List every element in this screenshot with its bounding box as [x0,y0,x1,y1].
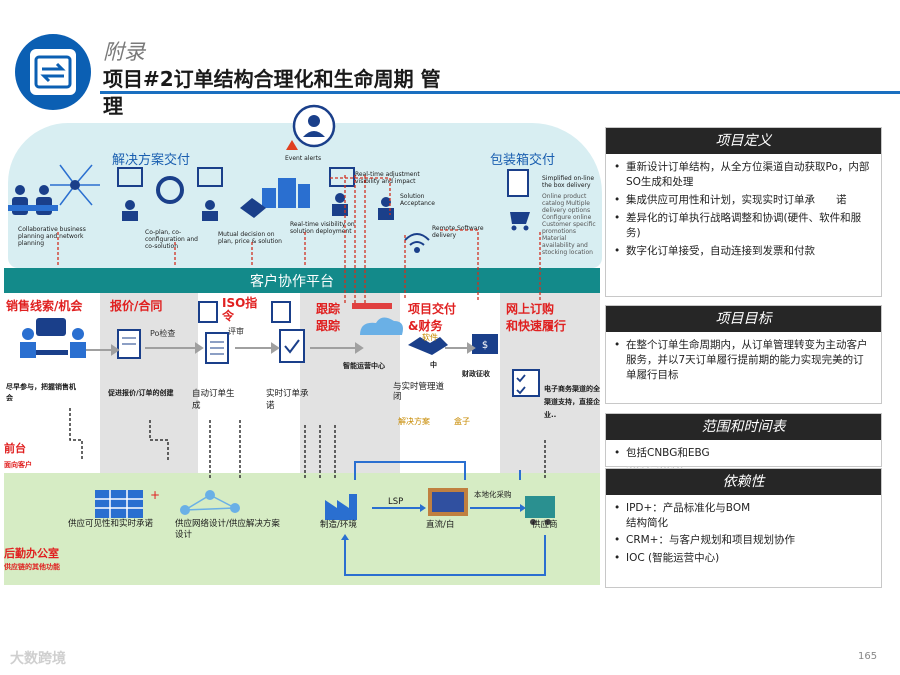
capability-online-catalog: Online product catalog Multiple delivery… [542,193,596,256]
stage-iso: ISO指令 [222,296,258,323]
supply-chain-other-label: 供应链的其他功能 [4,563,60,571]
stage-quote: 报价/合同 [110,299,163,313]
user-shield-icon [292,104,336,152]
capability-solution-acceptance: Solution Acceptance [400,193,435,207]
scope-item: 包括CNBG和EBG [614,446,873,461]
footer-logo: 大数跨境 [10,651,66,667]
capability-collaborative-planning: Collaborative business planning and netw… [18,226,86,247]
dependency-item-cont: 结构简化 [626,517,668,529]
capability-simplified-box: Simplified on-line the box delivery [542,175,595,189]
collaboration-platform-bar [4,268,600,293]
packaging-delivery-label: 包装箱交付 [490,153,556,168]
auto-order-label: 自动订单生成 [192,389,235,411]
plus-sign: + [150,488,161,502]
box-label: 盒子 [454,417,470,426]
capability-realtime-adjustment: Real-time adjustment visibility and impa… [355,171,420,185]
svg-text:$: $ [482,340,488,351]
dependency-item: IPD+：产品标准化与BOM [614,501,873,516]
capability-event-alerts: Event alerts [285,155,322,162]
panel-head-scope: 范围和时间表 [606,414,881,440]
dependency-item: CRM+：与客户规划和项目规划协作 [614,533,873,548]
stage-column-quote [100,293,198,473]
supplier-label: 供应商 [532,520,558,530]
exchange-icon [30,49,76,95]
front-office-label: 前台 [4,442,26,455]
back-office-label: 后勤办公室 [4,547,59,560]
solution-scheme-label: 解决方案 [398,417,430,426]
page-number: 165 [858,651,878,662]
po-check-label: Po检查 [150,329,176,338]
stage-online: 网上订购和快速履行 [506,302,567,333]
iso-review-label: 评审 [228,327,244,336]
panel-dependencies: 依赖性 IPD+：产品标准化与BOM 结构简化 CRM+：与客户规划和项目规划协… [605,468,882,588]
goal-item: 在整个订单生命周期内，从订单管理转变为主动客户服务，并以7天订单履行提前期的能力… [614,338,873,383]
solution-delivery-label: 解决方案交付 [112,153,191,168]
realtime-commit-label: 实时订单承诺 [266,389,309,411]
quote-contract-label: 促进报价/订单的创建 [108,389,174,397]
panel-project-goal: 项目目标 在整个订单生命周期内，从订单管理转变为主动客户服务，并以7天订单履行提… [605,305,882,404]
definition-item: 数字化订单接受，自动连接到发票和付款 [614,244,873,259]
definition-item: 差异化的订单执行战略调整和协调(硬件、软件和服务) [614,211,873,241]
capability-mutual-decision: Mutual decision on plan, price & solutio… [218,231,282,245]
mid-detail-label: 与实时管理道闭 [393,382,445,402]
ecommerce-label: 电子商务渠道的全渠道支持，直接企业.. [544,385,600,419]
definition-item: 集成供应可用性和计划，实现实时订单承 诺 [614,193,873,208]
capability-realtime-visibility: Real-time visibility on solution deploym… [290,221,355,235]
panel-head-definition: 项目定义 [606,128,881,154]
panel-project-definition: 项目定义 重新设计订单结构，从全方位渠道自动获取Po，内部SO生成和处理 集成供… [605,127,882,297]
capability-remote-software: Remote Software delivery [432,225,484,239]
capability-co-plan: Co-plan, co-configuration and co-solutio… [145,229,198,250]
appendix-label: 附录 [103,40,145,64]
invoicing-label: 财政征收 [462,370,490,378]
middle-label: 中 [430,361,437,369]
panel-head-dependencies: 依赖性 [606,469,881,495]
early-engagement-label: 尽早参与，把握销售机会 [6,383,76,402]
definition-item: 重新设计订单结构，从全方位渠道自动获取Po，内部SO生成和处理 [614,160,873,190]
manufacturing-label: 制造/环境 [320,520,357,530]
local-purchase-label: 本地化采购 [474,490,512,499]
title-divider [100,91,900,94]
page-title: 项目#2订单结构合理化和生命周期 管理 [103,67,441,118]
lsp-label: LSP [388,497,404,507]
smart-ops-label: 智能运营中心 [343,362,385,370]
software-label: 软件 [422,333,438,342]
stage-tracking: 跟踪跟踪 [316,302,341,333]
customer-facing-label: 面向客户 [4,461,32,469]
panel-head-goal: 项目目标 [606,306,881,332]
stage-leads: 销售线索/机会 [6,299,83,313]
dependency-item: IOC (智能运营中心) [614,551,873,566]
stage-delivery: 项目交付&财务 [408,302,457,333]
supply-network-label: 供应网络设计/供应解决方案设计 [175,519,280,540]
panel-scope: 范围和时间表 包括CNBG和EBG 2016-2018 [605,413,882,479]
collaboration-platform-label: 客户协作平台 [250,274,334,290]
supply-visibility-label: 供应可见性和实时承诺 [68,519,154,529]
bw-label: 直流/白 [426,520,455,530]
